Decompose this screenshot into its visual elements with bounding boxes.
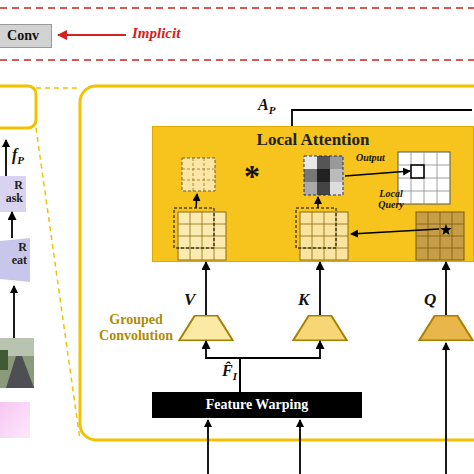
node-shape [418, 315, 474, 341]
connector-arrow [445, 262, 447, 315]
node-text: R eat [5, 241, 27, 267]
node-text: K [298, 290, 309, 310]
zoom-line [36, 87, 80, 89]
feature-warping-box: Feature Warping [152, 392, 362, 418]
input-arrow [299, 420, 301, 474]
zoom-line [36, 128, 80, 440]
zoom-source-box [0, 86, 36, 128]
road-image-tree [0, 350, 8, 370]
annotation: Implicit [132, 25, 180, 42]
node-text: Feature Warping [206, 397, 309, 413]
dashed-border [0, 7, 474, 9]
pink-map [0, 402, 30, 438]
output-arrow [5, 140, 7, 176]
input-arrow [13, 286, 15, 338]
dashed-border [0, 59, 474, 61]
node-outline [0, 176, 26, 212]
module-box [80, 86, 474, 440]
node-outline [0, 238, 30, 282]
math-symbol: F̂I [222, 362, 237, 382]
connector-arrow [206, 341, 240, 392]
node-text: R ask [1, 179, 23, 205]
node-text: Q [424, 290, 436, 310]
road-image [0, 338, 34, 388]
connector-arrow [319, 262, 321, 315]
grouped-conv: Q [418, 315, 474, 341]
conv-box: Conv [0, 24, 52, 48]
math-symbol: fP [12, 146, 24, 166]
annotation: Output [356, 152, 385, 163]
node-outline [293, 316, 347, 341]
node-text: Local Attention [153, 130, 473, 150]
road-image-road [6, 356, 34, 388]
operator-symbol: * [244, 160, 260, 192]
connector-arrow [205, 262, 207, 315]
node-text: V [184, 290, 195, 310]
node-outline [419, 316, 473, 341]
output-wire [292, 110, 472, 126]
node-shape [178, 315, 234, 341]
input-arrow [207, 420, 209, 474]
implicit-arrow [58, 34, 126, 36]
mask-decoder: R ask [0, 176, 26, 212]
input-arrow [445, 343, 447, 474]
math-symbol: AP [258, 96, 275, 116]
group-label: Grouped Convolution [92, 312, 180, 344]
connector-arrow [11, 212, 13, 238]
node-outline [179, 316, 233, 341]
annotation: Local Query [370, 188, 412, 210]
grouped-conv: K [292, 315, 348, 341]
feature-encoder: R eat [0, 238, 30, 282]
grouped-conv: V [178, 315, 234, 341]
connector-arrow [240, 341, 320, 392]
node-shape [292, 315, 348, 341]
local-attention-box: Local Attention [152, 126, 474, 262]
node-text: Conv [7, 28, 39, 44]
